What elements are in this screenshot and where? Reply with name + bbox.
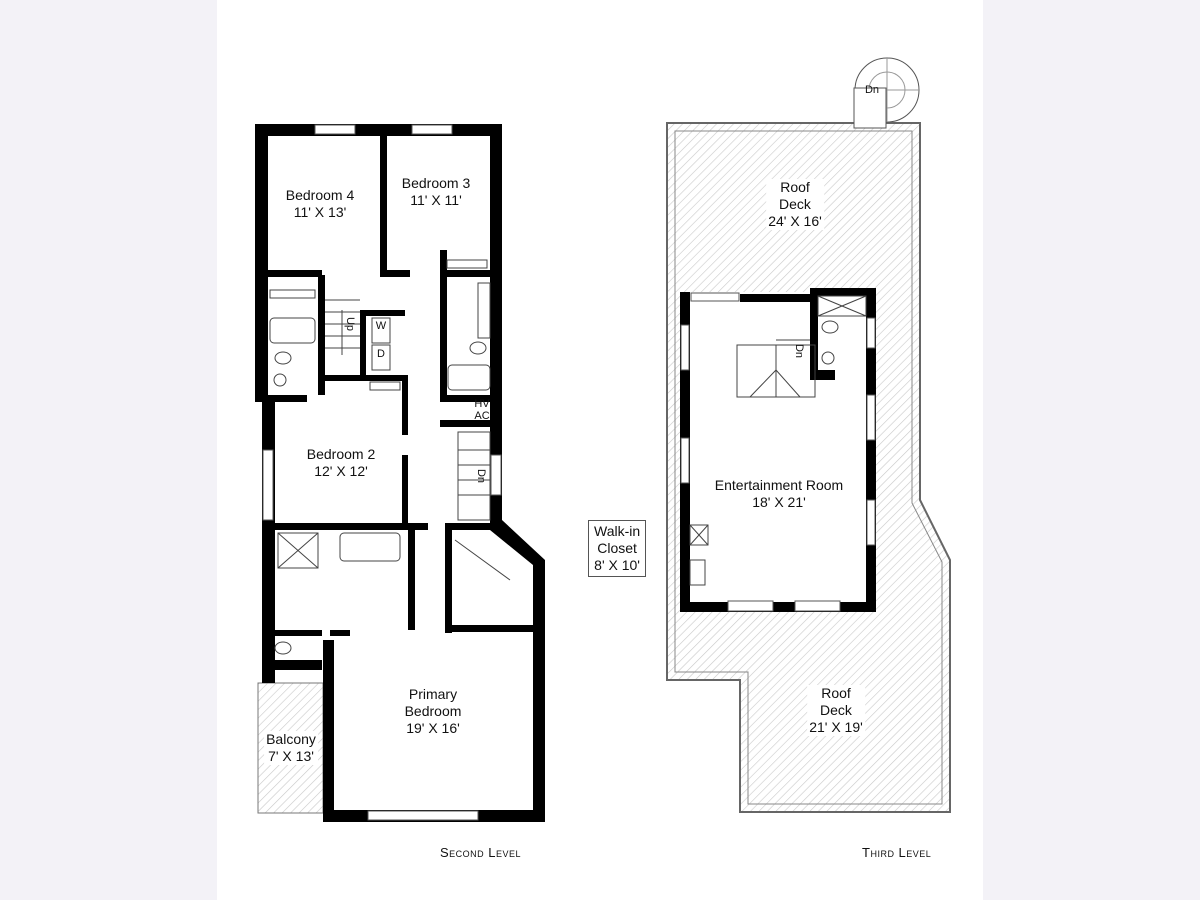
room-name: Bedroom 2 — [306, 446, 376, 462]
closet-shelf — [369, 381, 401, 391]
room-name-line1: Roof — [766, 179, 824, 196]
toilet — [274, 351, 292, 365]
room-label-bedroom-3: Bedroom 3 11' X 11' — [402, 175, 470, 209]
toilet — [274, 641, 292, 655]
stairs-up-label: Up — [344, 316, 357, 332]
sink — [273, 373, 287, 387]
bathtub — [447, 364, 491, 391]
fixtures — [269, 259, 511, 655]
room-name-line2: Deck — [766, 196, 824, 213]
shower — [277, 532, 319, 569]
bathtub — [339, 532, 401, 562]
room-label-roof-deck-lower: Roof Deck 21' X 19' — [807, 685, 865, 736]
room-size: 11' X 11' — [410, 192, 462, 208]
room-size: 21' X 19' — [807, 719, 865, 736]
third-level-title: Third Level — [862, 845, 932, 860]
second-level-plan — [255, 124, 545, 822]
room-name-line2: Bedroom — [404, 703, 462, 719]
dryer-label: D — [377, 348, 385, 360]
room-size: 7' X 13' — [264, 748, 318, 765]
range — [689, 524, 709, 546]
room-label-balcony: Balcony 7' X 13' — [264, 731, 318, 765]
room-name: Bedroom 3 — [401, 175, 471, 191]
washer-label: W — [375, 320, 387, 332]
spiral-stairs-down-label: Dn — [864, 84, 880, 96]
room-size: 24' X 16' — [766, 213, 824, 230]
toilet — [821, 320, 839, 334]
room-name: Bedroom 4 — [285, 187, 355, 203]
vanity — [477, 282, 491, 339]
kitchen-sink — [689, 559, 706, 586]
second-level-title: Second Level — [440, 845, 522, 860]
room-name-line1: Roof — [807, 685, 865, 702]
room-name-line1: Primary — [408, 686, 458, 702]
room-label-walk-in-closet: Walk-in Closet 8' X 10' — [588, 520, 647, 577]
dryer — [371, 344, 391, 371]
hvac-line2: AC — [474, 410, 490, 422]
room-size: 18' X 21' — [752, 494, 806, 510]
third-level-doors-windows — [680, 292, 876, 612]
sink — [821, 351, 835, 365]
closet-shelf — [269, 289, 316, 299]
room-label-entertainment-room: Entertainment Room 18' X 21' — [715, 477, 843, 511]
interior-walls — [262, 130, 535, 636]
room-size: 11' X 13' — [293, 204, 347, 220]
room-label-bedroom-2: Bedroom 2 12' X 12' — [307, 446, 375, 480]
room-name: Balcony — [264, 731, 318, 748]
hvac-line1: HV — [474, 398, 490, 410]
room-size: 19' X 16' — [406, 720, 460, 736]
hvac-label: HV AC — [474, 398, 489, 422]
room-name-line1: Walk-in — [594, 523, 641, 539]
room-name-line2: Deck — [807, 702, 865, 719]
stairs-up — [325, 299, 360, 355]
room-label-roof-deck-upper: Roof Deck 24' X 16' — [766, 179, 824, 230]
third-level-plan — [666, 57, 951, 813]
shower — [817, 295, 867, 317]
stairs-down — [457, 431, 491, 521]
room-name: Entertainment Room — [714, 477, 844, 493]
washer — [371, 317, 391, 344]
closet-shelf — [446, 259, 488, 269]
room-size: 8' X 10' — [594, 557, 640, 573]
room-size: 12' X 12' — [314, 463, 368, 479]
room-label-primary-bedroom: Primary Bedroom 19' X 16' — [405, 686, 462, 737]
stairs-down-label: Dn — [793, 343, 806, 359]
stairs-down-label: Dn — [475, 468, 488, 484]
windows — [262, 124, 502, 821]
room-name-line2: Closet — [597, 540, 637, 556]
bathtub — [269, 317, 316, 344]
room-label-bedroom-4: Bedroom 4 11' X 13' — [286, 187, 354, 221]
toilet — [469, 341, 487, 355]
